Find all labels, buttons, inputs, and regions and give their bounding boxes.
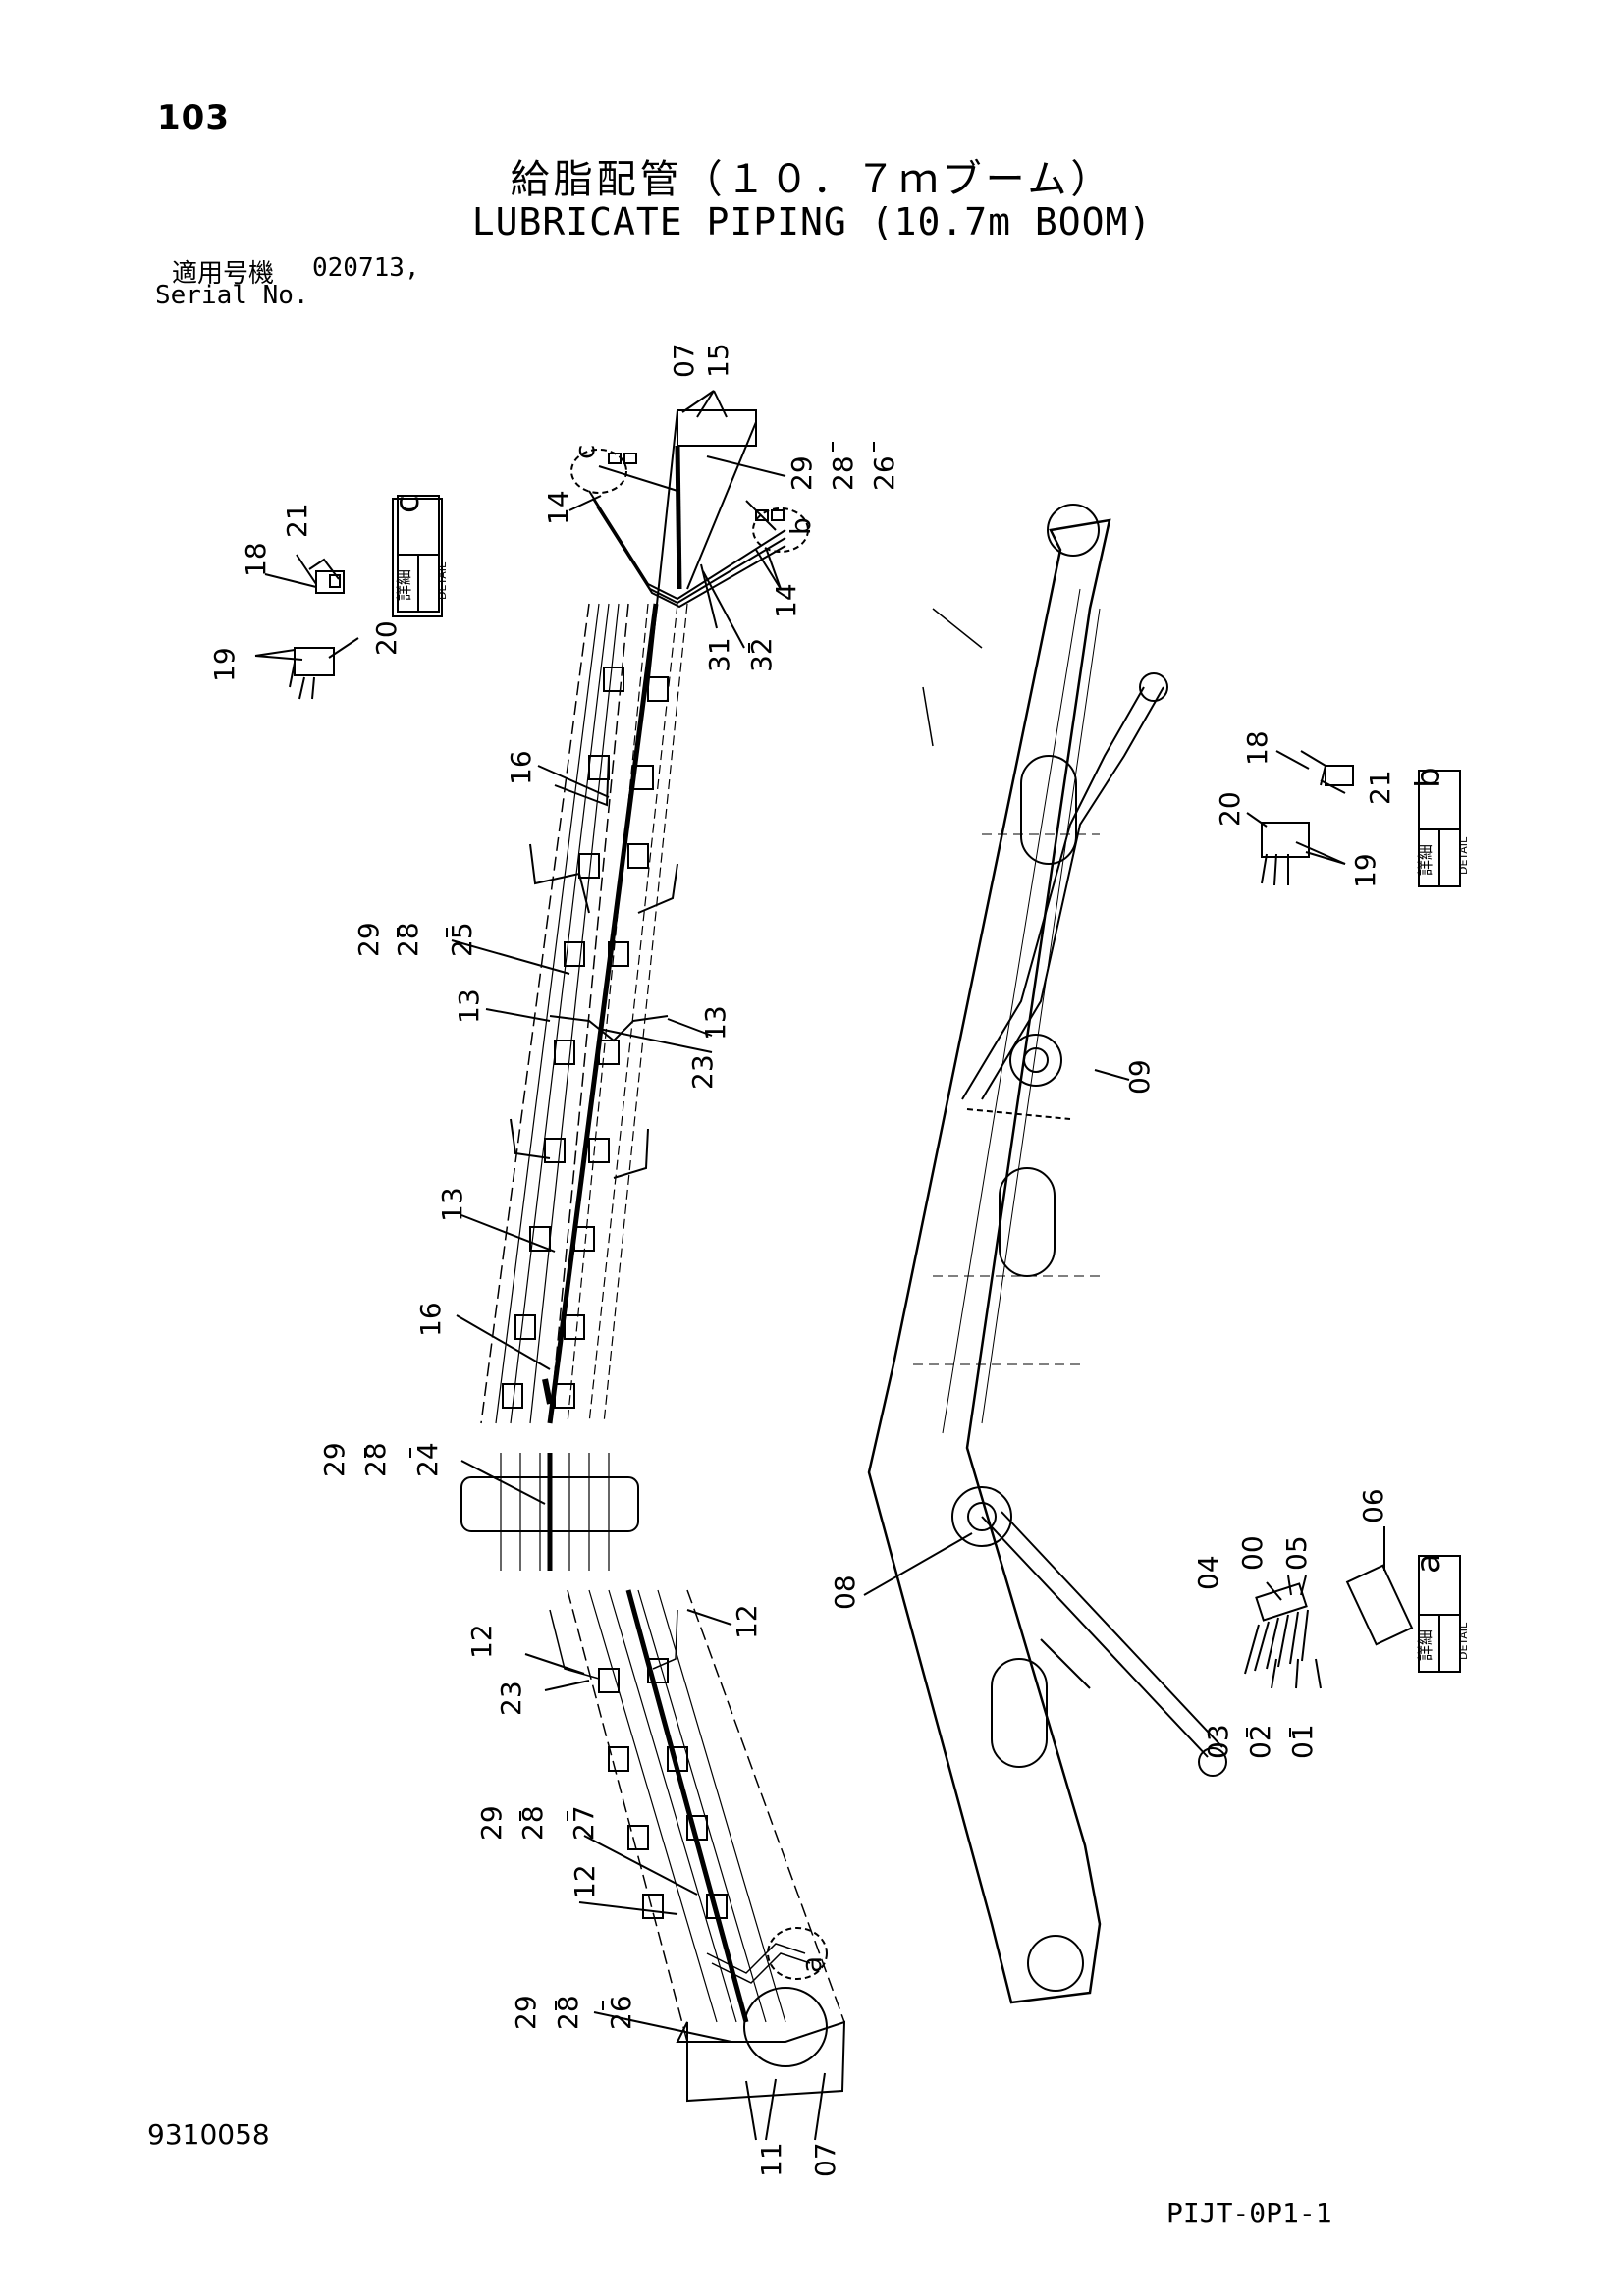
part-code: PIJT-0P1-1 xyxy=(1166,2197,1332,2229)
callout-16-upper: 16 xyxy=(505,750,537,785)
callout-29-top: 29 xyxy=(785,455,818,491)
detail-b-callout-21: 21 xyxy=(1364,770,1396,805)
callout-12-center: 12 xyxy=(568,1864,601,1899)
detail-a-callout-05: 05 xyxy=(1280,1535,1313,1571)
callout-14-left: 14 xyxy=(542,490,574,525)
page-number: 103 xyxy=(157,98,230,137)
detail-c-jp: 詳細 xyxy=(395,569,413,601)
callout-14-right: 14 xyxy=(770,583,802,618)
detail-b-mark: b xyxy=(785,517,817,535)
callout-29-bottom-a: 29 xyxy=(475,1805,508,1841)
detail-a-mark: a xyxy=(795,1956,828,1973)
detail-b-jp: 詳細 xyxy=(1416,844,1435,876)
boom-foot-section xyxy=(524,1589,846,2141)
detail-b-callout-18: 18 xyxy=(1241,730,1273,766)
detail-c-callout-19: 19 xyxy=(208,647,241,682)
detail-a-callout-00: 00 xyxy=(1236,1535,1269,1571)
callout-26-top: 26 xyxy=(868,455,900,491)
detail-a-callout-03: 03 xyxy=(1202,1724,1234,1759)
detail-a-callout-04: 04 xyxy=(1192,1555,1224,1590)
detail-c-figure xyxy=(254,498,443,700)
callout-15: 15 xyxy=(702,343,734,378)
callout-07-bottom: 07 xyxy=(809,2142,841,2177)
callout-13-right: 13 xyxy=(699,1005,731,1041)
callout-13-left: 13 xyxy=(453,988,485,1024)
callout-13-center: 13 xyxy=(436,1187,468,1222)
detail-a-callout-06: 06 xyxy=(1357,1488,1389,1523)
detail-label-boxes xyxy=(397,495,1461,1673)
detail-b-callout-20: 20 xyxy=(1214,791,1246,827)
callout-08: 08 xyxy=(829,1575,861,1610)
boom-joint-section xyxy=(460,1453,639,1571)
callout-29-bottom-b: 29 xyxy=(510,1995,542,2030)
callout-09: 09 xyxy=(1123,1059,1156,1095)
callout-11: 11 xyxy=(755,2142,787,2177)
callout-27: 27 xyxy=(568,1805,600,1841)
detail-a-callout-02: 02 xyxy=(1244,1724,1276,1759)
detail-c-mark: c xyxy=(568,445,601,459)
callout-07-top: 07 xyxy=(668,343,700,378)
callout-24: 24 xyxy=(411,1442,444,1477)
detail-a-jp: 詳細 xyxy=(1416,1629,1435,1661)
detail-b-letter: b xyxy=(1409,767,1448,788)
callout-23-middle: 23 xyxy=(686,1054,719,1090)
callout-32: 32 xyxy=(745,637,778,672)
callout-labels: 07 15 29 28 26 c b 14 14 31 32 21 18 20 … xyxy=(208,343,1396,2177)
callout-26-bottom: 26 xyxy=(605,1995,637,2030)
document-number: 9310058 xyxy=(147,2118,270,2151)
callout-23-bottom: 23 xyxy=(495,1681,527,1716)
callout-16-lower: 16 xyxy=(414,1302,447,1337)
callout-28-middle-b: 28 xyxy=(359,1442,392,1477)
callout-31: 31 xyxy=(703,637,735,672)
detail-c-letter: c xyxy=(388,495,427,513)
boom-overview xyxy=(863,504,1227,2004)
callout-dashes xyxy=(364,442,1291,2010)
callout-28-middle-a: 28 xyxy=(392,922,424,957)
detail-b-figure xyxy=(1246,750,1354,886)
callout-12-left: 12 xyxy=(465,1624,498,1659)
detail-b-callout-19: 19 xyxy=(1349,853,1381,888)
serial-number-value: 020713, xyxy=(312,253,420,283)
callout-28-bottom-a: 28 xyxy=(516,1805,549,1841)
detail-c-callout-18: 18 xyxy=(240,542,272,577)
detail-c-callout-21: 21 xyxy=(281,503,313,538)
boom-head-section xyxy=(568,390,809,688)
detail-c-en: DETAIL xyxy=(436,561,449,600)
serial-label-japanese: 適用号機 xyxy=(172,259,275,289)
callout-28-bottom-b: 28 xyxy=(552,1995,584,2030)
detail-c-callout-20: 20 xyxy=(370,620,403,656)
callout-28-top: 28 xyxy=(827,455,859,491)
detail-a-en: DETAIL xyxy=(1457,1622,1470,1660)
callout-12-right: 12 xyxy=(731,1604,763,1639)
page-title-japanese: 給脂配管（１０．７ｍブーム） xyxy=(510,157,1114,202)
callout-29-middle-b: 29 xyxy=(318,1442,351,1477)
detail-a-callout-01: 01 xyxy=(1286,1724,1319,1759)
callout-25: 25 xyxy=(446,922,478,957)
callout-29-middle-a: 29 xyxy=(352,922,385,957)
detail-a-figure xyxy=(1244,1526,1414,1689)
detail-b-en: DETAIL xyxy=(1457,836,1470,875)
serial-label-english: Serial No. xyxy=(155,281,309,310)
page-title-english: LUBRICATE PIPING (10.7m BOOM) xyxy=(471,200,1153,243)
boom-middle-section xyxy=(451,603,713,1424)
detail-a-letter: a xyxy=(1409,1553,1448,1574)
